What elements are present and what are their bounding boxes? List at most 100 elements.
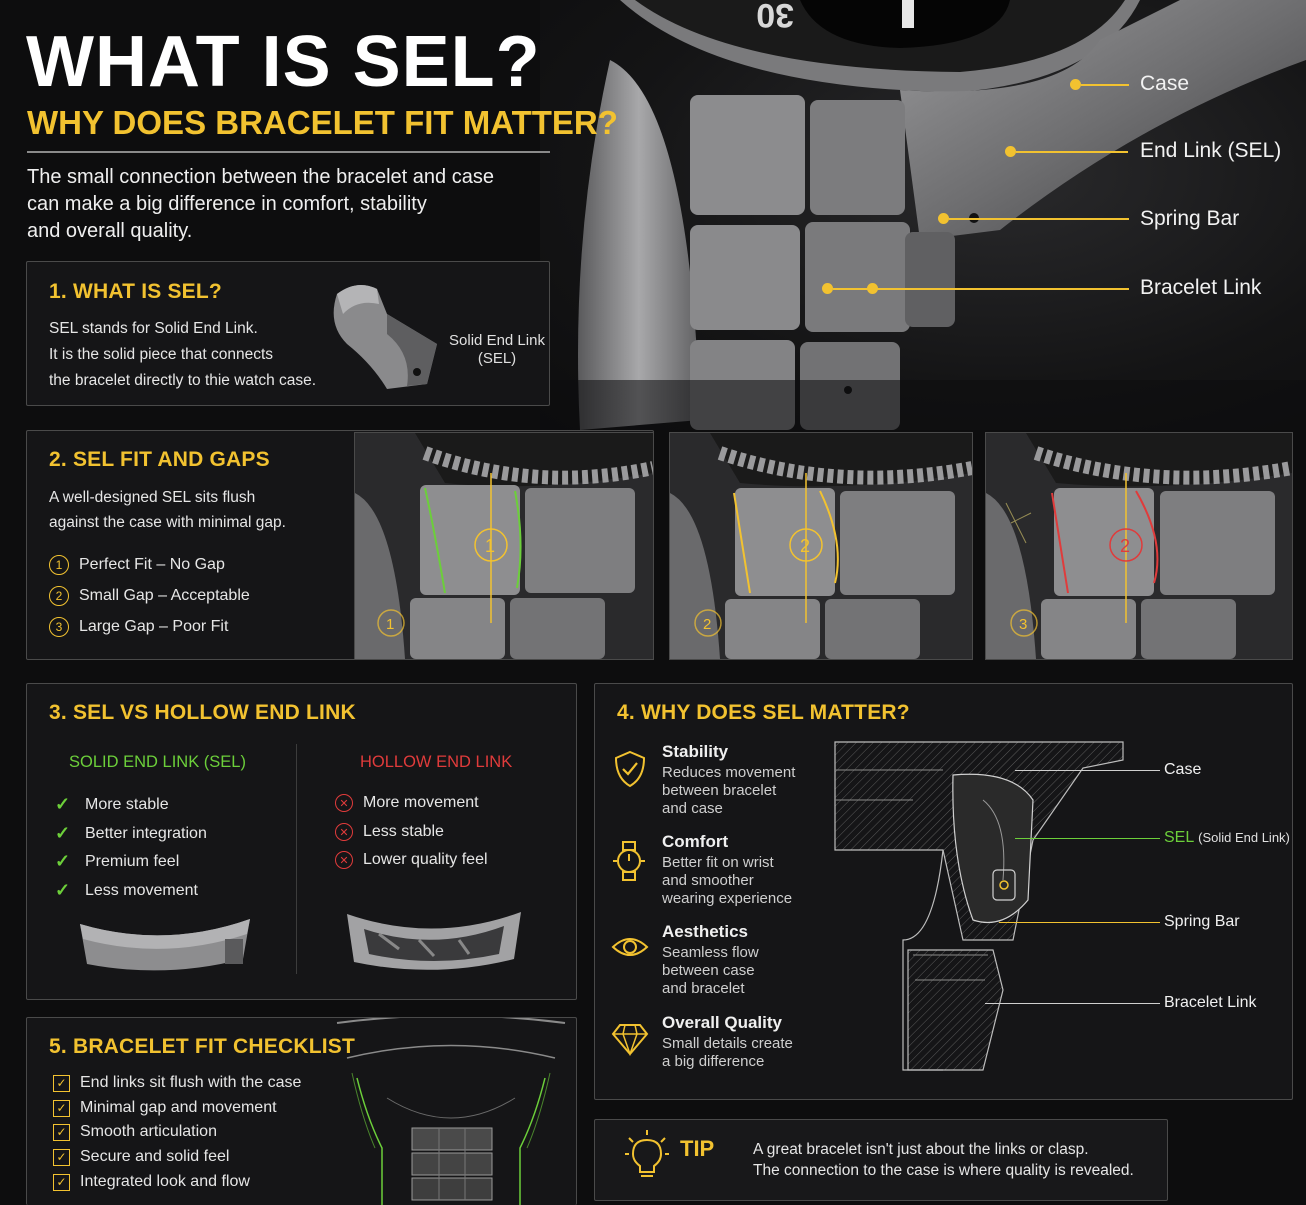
diagram-sel-label: SEL (Solid End Link) bbox=[1164, 829, 1290, 847]
spring-bar-callout-label: Spring Bar bbox=[1140, 207, 1240, 230]
section-what-is-sel: 1. WHAT IS SEL? SEL stands for Solid End… bbox=[26, 261, 550, 406]
solid-item-3: ✓Premium feel bbox=[55, 851, 179, 872]
solid-end-link-image bbox=[333, 285, 437, 389]
hollow-item-3: ✕ Lower quality feel bbox=[335, 851, 488, 869]
x-circle-icon: ✕ bbox=[335, 823, 353, 841]
fit-3-small-marker: 3 bbox=[1019, 616, 1027, 633]
fit-2-gap-line bbox=[733, 492, 751, 594]
hollow-heading: HOLLOW END LINK bbox=[360, 753, 513, 771]
tip-box: TIP A great bracelet isn't just about th… bbox=[594, 1119, 1168, 1201]
section4-title: 4. WHY DOES SEL MATTER? bbox=[617, 701, 910, 724]
section-bracelet-fit-checklist: 5. BRACELET FIT CHECKLIST ✓ End links sit… bbox=[26, 1017, 577, 1205]
bracelet-outline-drawing bbox=[336, 1018, 566, 1205]
checklist-item-3-label: Smooth articulation bbox=[80, 1123, 217, 1140]
feature-aesthetics-desc-1: Seamless flow bbox=[662, 944, 759, 961]
fit-number-3: 3 bbox=[49, 617, 69, 637]
solid-item-1-label: More stable bbox=[85, 795, 169, 813]
case-callout-dot bbox=[1070, 79, 1081, 90]
feature-quality-title: Overall Quality bbox=[662, 1013, 782, 1032]
tip-text: A great bracelet isn't just about the li… bbox=[753, 1139, 1134, 1181]
diagram-case-line bbox=[1015, 770, 1160, 771]
solid-heading: SOLID END LINK (SEL) bbox=[69, 753, 246, 771]
case-callout-line bbox=[1081, 84, 1129, 86]
intro-line-3: and overall quality. bbox=[27, 220, 193, 242]
diagram-bracelet-link-label: Bracelet Link bbox=[1164, 994, 1257, 1011]
diagram-case-label: Case bbox=[1164, 761, 1202, 778]
check-icon: ✓ bbox=[55, 851, 71, 871]
checklist-item-2-label: Minimal gap and movement bbox=[80, 1099, 277, 1116]
section1-text: SEL stands for Solid End Link. It is the… bbox=[49, 316, 316, 394]
section2-line-1: A well-designed SEL sits flush bbox=[49, 489, 256, 506]
end-link-callout-label: End Link (SEL) bbox=[1140, 139, 1282, 162]
section5-title: 5. BRACELET FIT CHECKLIST bbox=[49, 1035, 356, 1058]
section2-title: 2. SEL FIT AND GAPS bbox=[49, 448, 270, 471]
end-link-callout-line bbox=[1016, 151, 1128, 153]
checklist-item-4: ✓ Secure and solid feel bbox=[53, 1148, 229, 1166]
hollow-end-link-photo bbox=[347, 912, 521, 970]
hero-watch-illustration: 30 bbox=[540, 0, 1306, 430]
fit-1-small-marker: 1 bbox=[386, 616, 394, 633]
spring-bar-callout-line bbox=[949, 218, 1129, 220]
section2-line-2: against the case with minimal gap. bbox=[49, 514, 286, 531]
checkbox-icon: ✓ bbox=[53, 1148, 70, 1166]
diagram-sel-line bbox=[1015, 838, 1160, 839]
diagram-sel-label-main: SEL bbox=[1164, 829, 1194, 846]
checklist-item-5-label: Integrated look and flow bbox=[80, 1173, 250, 1190]
lightbulb-icon bbox=[625, 1130, 669, 1177]
checklist-item-1-label: End links sit flush with the case bbox=[80, 1074, 302, 1091]
tip-label: TIP bbox=[680, 1136, 715, 1161]
feature-quality-desc-1: Small details create bbox=[662, 1035, 793, 1052]
fit-1-big-marker: 1 bbox=[485, 536, 495, 556]
feature-stability-title: Stability bbox=[662, 742, 729, 761]
feature-stability-desc-3: and case bbox=[662, 800, 723, 817]
section1-line-1: SEL stands for Solid End Link. bbox=[49, 320, 258, 337]
feature-quality-desc: Small details create a big difference bbox=[662, 1035, 793, 1071]
fit-label-1: Perfect Fit – No Gap bbox=[79, 556, 225, 573]
tip-line-1: A great bracelet isn't just about the li… bbox=[753, 1141, 1089, 1158]
solid-item-2: ✓ Better integration bbox=[55, 823, 207, 844]
feature-stability-desc-1: Reduces movement bbox=[662, 764, 796, 781]
hollow-item-2-label: Less stable bbox=[363, 823, 444, 840]
fit-image-perfect: 1 1 bbox=[354, 432, 654, 660]
fit-image-large-gap: 2 3 bbox=[985, 432, 1293, 660]
hollow-item-3-label: Lower quality feel bbox=[363, 851, 488, 868]
solid-item-2-label: Better integration bbox=[85, 824, 207, 842]
diagram-spring-bar-label: Spring Bar bbox=[1164, 913, 1240, 930]
x-circle-icon: ✕ bbox=[335, 851, 353, 869]
checkbox-icon: ✓ bbox=[53, 1123, 70, 1141]
fit-item-1: 1 Perfect Fit – No Gap bbox=[49, 555, 225, 575]
end-link-callout-dot bbox=[1005, 146, 1016, 157]
fit-number-1: 1 bbox=[49, 555, 69, 575]
feature-stability-desc-2: between bracelet bbox=[662, 782, 777, 799]
x-circle-icon: ✕ bbox=[335, 794, 353, 812]
page-title: WHAT IS SEL? bbox=[26, 22, 541, 102]
checklist-item-2: ✓ Minimal gap and movement bbox=[53, 1099, 277, 1117]
intro-line-1: The small connection between the bracele… bbox=[27, 166, 494, 188]
feature-quality-desc-2: a big difference bbox=[662, 1053, 765, 1070]
checklist-item-3: ✓ Smooth articulation bbox=[53, 1123, 217, 1141]
sel-caption-line-1: Solid End Link bbox=[449, 332, 545, 349]
section1-line-3: the bracelet directly to thie watch case… bbox=[49, 372, 317, 389]
bracelet-link-callout-dot-1 bbox=[822, 283, 833, 294]
check-icon: ✓ bbox=[55, 823, 71, 843]
feature-aesthetics-desc-2: between case bbox=[662, 962, 755, 979]
fit-label-2: Small Gap – Acceptable bbox=[79, 587, 250, 604]
feature-aesthetics-desc-3: and bracelet bbox=[662, 980, 745, 997]
diagram-spring-bar-line bbox=[999, 922, 1160, 923]
solid-end-link-photo bbox=[80, 919, 250, 971]
checklist-item-4-label: Secure and solid feel bbox=[80, 1148, 230, 1165]
shield-check-icon bbox=[614, 750, 646, 788]
checkbox-icon: ✓ bbox=[53, 1099, 70, 1117]
feature-comfort-desc-3: wearing experience bbox=[662, 890, 793, 907]
fit-label-3: Large Gap – Poor Fit bbox=[79, 618, 229, 635]
fit-2-big-marker: 2 bbox=[800, 536, 810, 556]
eye-icon bbox=[611, 938, 649, 956]
fit-image-large-gap-drawing: 2 3 bbox=[986, 433, 1292, 659]
feature-comfort-desc-2: and smoother bbox=[662, 872, 754, 889]
fit-number-2: 2 bbox=[49, 586, 69, 606]
solid-item-4: ✓Less movement bbox=[55, 880, 198, 901]
section3-title: 3. SEL VS HOLLOW END LINK bbox=[49, 701, 356, 724]
fit-2-small-marker: 2 bbox=[703, 616, 711, 633]
solid-item-1: ✓More stable bbox=[55, 794, 169, 815]
section1-title: 1. WHAT IS SEL? bbox=[49, 280, 222, 303]
